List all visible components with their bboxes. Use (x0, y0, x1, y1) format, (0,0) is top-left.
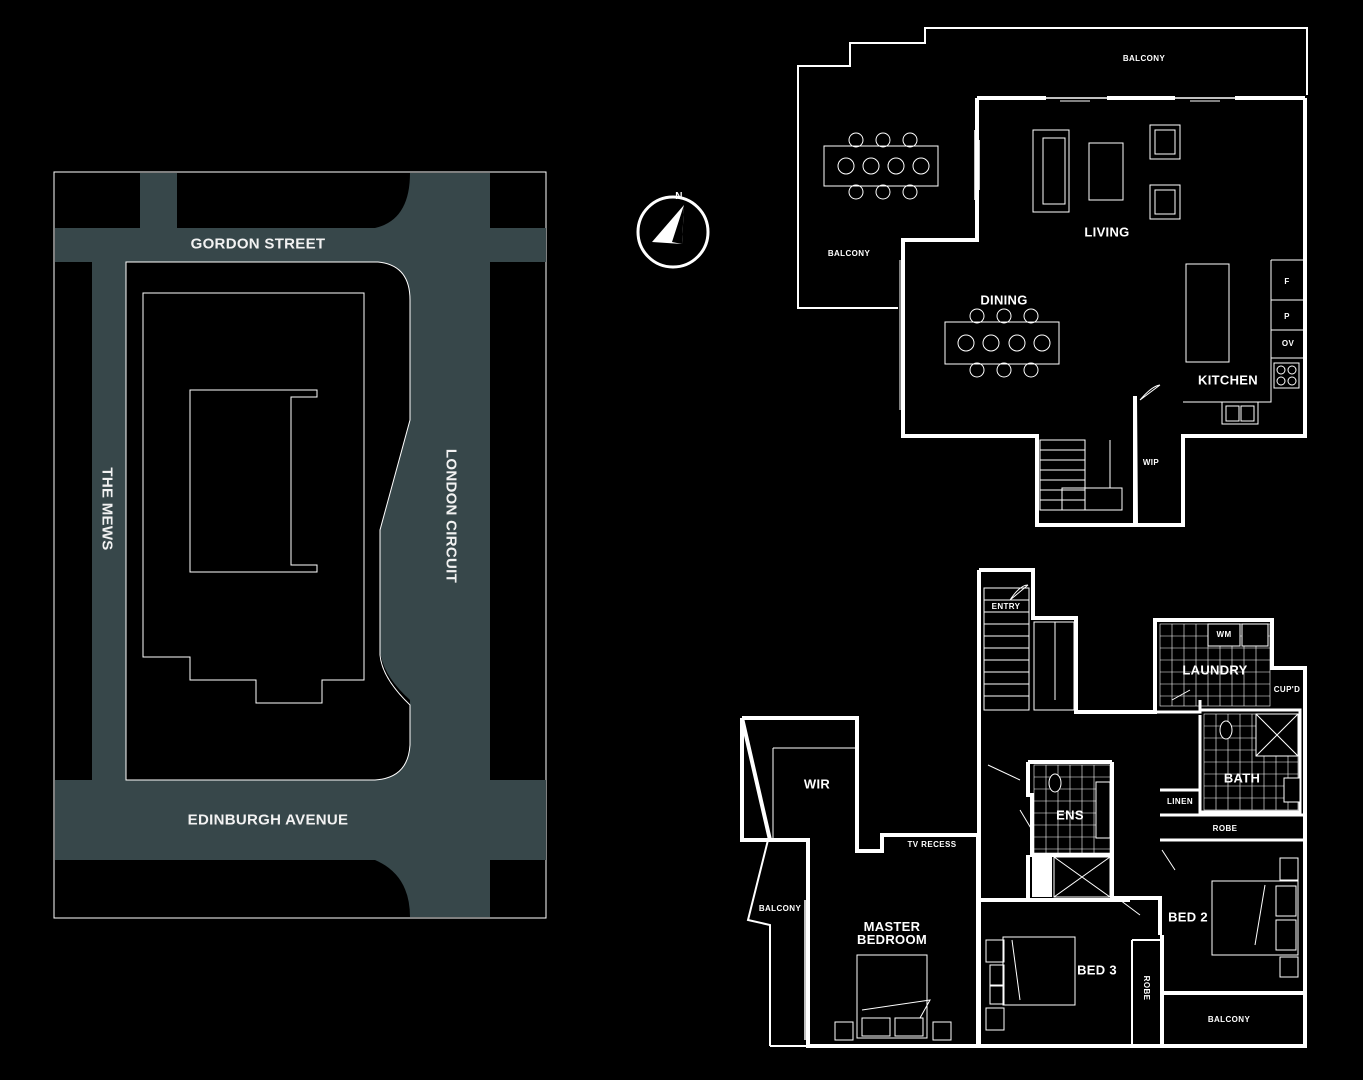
site-plan-border (53, 171, 547, 919)
upper-level-plan (797, 27, 1308, 527)
bed3-bed-icon (985, 936, 1076, 1031)
label-fridge: F (1284, 277, 1290, 286)
compass-north-label: N (675, 191, 683, 202)
label-wm: WM (1216, 630, 1232, 639)
street-label-north: GORDON STREET (190, 235, 326, 253)
upper-balcony-outline (797, 27, 1308, 309)
washing-machine-icon (1207, 623, 1241, 647)
label-cupd: CUP'D (1273, 685, 1301, 694)
label-ens: ENS (1056, 807, 1084, 823)
label-upper-balcony-top: BALCONY (1122, 54, 1166, 63)
bath-vanity-icon (1283, 777, 1301, 803)
toilet-icon (1219, 720, 1233, 740)
label-bed3: BED 3 (1077, 962, 1117, 978)
ensuite-vanity-icon (1095, 781, 1111, 839)
street-label-west: THE MEWS (98, 467, 116, 551)
label-linen: LINEN (1167, 797, 1193, 806)
label-master-bedroom: MASTER BEDROOM (857, 919, 927, 947)
label-pantry: P (1284, 312, 1290, 321)
label-wip: WIP (1142, 458, 1160, 467)
label-oven: OV (1281, 339, 1295, 348)
master-bed-icon (834, 954, 952, 1041)
dining-table-set (944, 308, 1060, 378)
bath-floor-tiles (1203, 713, 1299, 811)
site-plan (53, 171, 547, 919)
armchair-icon (1149, 184, 1181, 220)
upper-stairs (1039, 439, 1123, 511)
bed2-bed-icon (1211, 857, 1299, 978)
coffee-table-icon (1088, 142, 1124, 201)
label-robe-top: ROBE (1212, 824, 1238, 833)
street-label-east: LONDON CIRCUIT (442, 448, 460, 584)
lower-level-plan (740, 568, 1307, 1048)
balcony-dining-set (823, 132, 939, 200)
sofa-icon (1032, 129, 1070, 213)
building-courtyard (189, 389, 318, 573)
label-lower-balcony-west: BALCONY (758, 904, 802, 913)
compass-icon (636, 195, 710, 269)
building-footprint (142, 292, 365, 704)
label-upper-balcony-west: BALCONY (827, 249, 871, 258)
label-bath: BATH (1223, 770, 1261, 786)
label-bed2: BED 2 (1168, 909, 1208, 925)
label-kitchen: KITCHEN (1198, 372, 1258, 388)
upper-main-walls (901, 98, 1307, 527)
armchair-icon (1149, 124, 1181, 160)
site-roads (55, 173, 546, 917)
label-living: LIVING (1084, 224, 1130, 240)
lower-stairs (983, 587, 1075, 711)
lower-main-walls (977, 568, 1307, 1048)
label-robe-side: ROBE (1142, 975, 1151, 1001)
sink-icon (1225, 405, 1240, 422)
ensuite-toilet-icon (1048, 773, 1062, 793)
site-block-outline (125, 261, 411, 781)
kitchen-island (1185, 263, 1230, 363)
label-tv-recess: TV RECESS (907, 840, 957, 849)
ensuite-shower-icon (1053, 856, 1111, 898)
cooktop-icon (1273, 362, 1300, 389)
street-label-south: EDINBURGH AVENUE (187, 811, 349, 829)
label-wir: WIR (803, 776, 831, 792)
label-dining: DINING (980, 292, 1028, 308)
label-entry: ENTRY (991, 602, 1021, 611)
laundry-tub-icon (1241, 623, 1269, 647)
label-laundry: LAUNDRY (1182, 662, 1248, 678)
label-lower-balcony-east: BALCONY (1207, 1015, 1251, 1024)
